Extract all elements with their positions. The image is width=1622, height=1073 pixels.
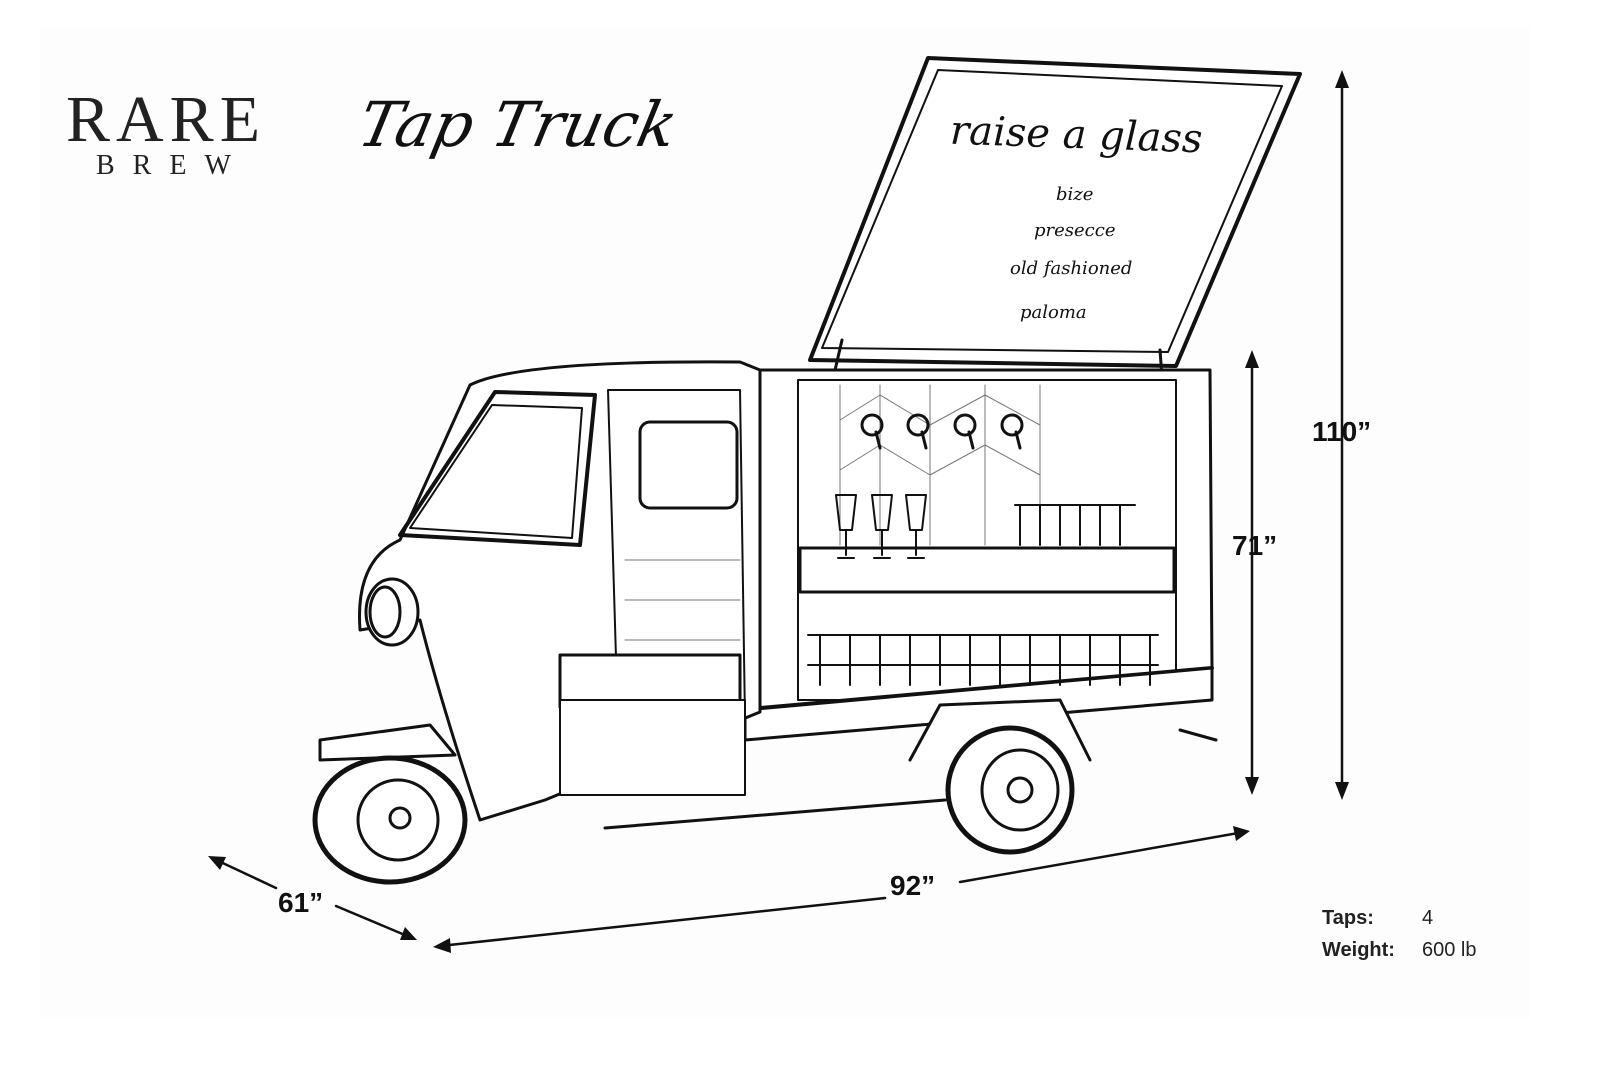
product-title: Tap Truck <box>352 88 684 161</box>
dimension-total-height: 110” <box>1312 416 1372 447</box>
beer-taps <box>860 413 1024 450</box>
sign-menu-item: paloma <box>1020 302 1087 323</box>
sign-menu-item: old fashioned <box>1010 258 1133 279</box>
sign-menu-item: presecce <box>1034 220 1116 241</box>
brand-logo-brew: BREW <box>96 150 249 181</box>
front-wheel <box>312 755 468 885</box>
sign-menu-item: bize <box>1056 184 1094 205</box>
spec-weight-value: 600 lb <box>1422 939 1477 961</box>
dimension-width: 61” <box>278 887 324 918</box>
spec-weight-label: Weight: <box>1322 939 1395 961</box>
spec-taps-value: 4 <box>1422 907 1434 929</box>
dimension-body-height: 71” <box>1232 530 1278 561</box>
brand-logo-rare: RARE <box>66 83 267 156</box>
cargo-box <box>743 368 1218 742</box>
sign-headline: raise a glass <box>949 107 1204 163</box>
dimension-arrows <box>208 70 1349 953</box>
cab <box>318 360 762 822</box>
chassis-line <box>603 798 947 830</box>
spec-taps-label: Taps: <box>1322 907 1374 929</box>
glasses <box>807 494 1159 686</box>
dimension-length: 92” <box>890 870 936 901</box>
rear-wheel <box>908 698 1092 855</box>
sign-board <box>803 56 1302 502</box>
